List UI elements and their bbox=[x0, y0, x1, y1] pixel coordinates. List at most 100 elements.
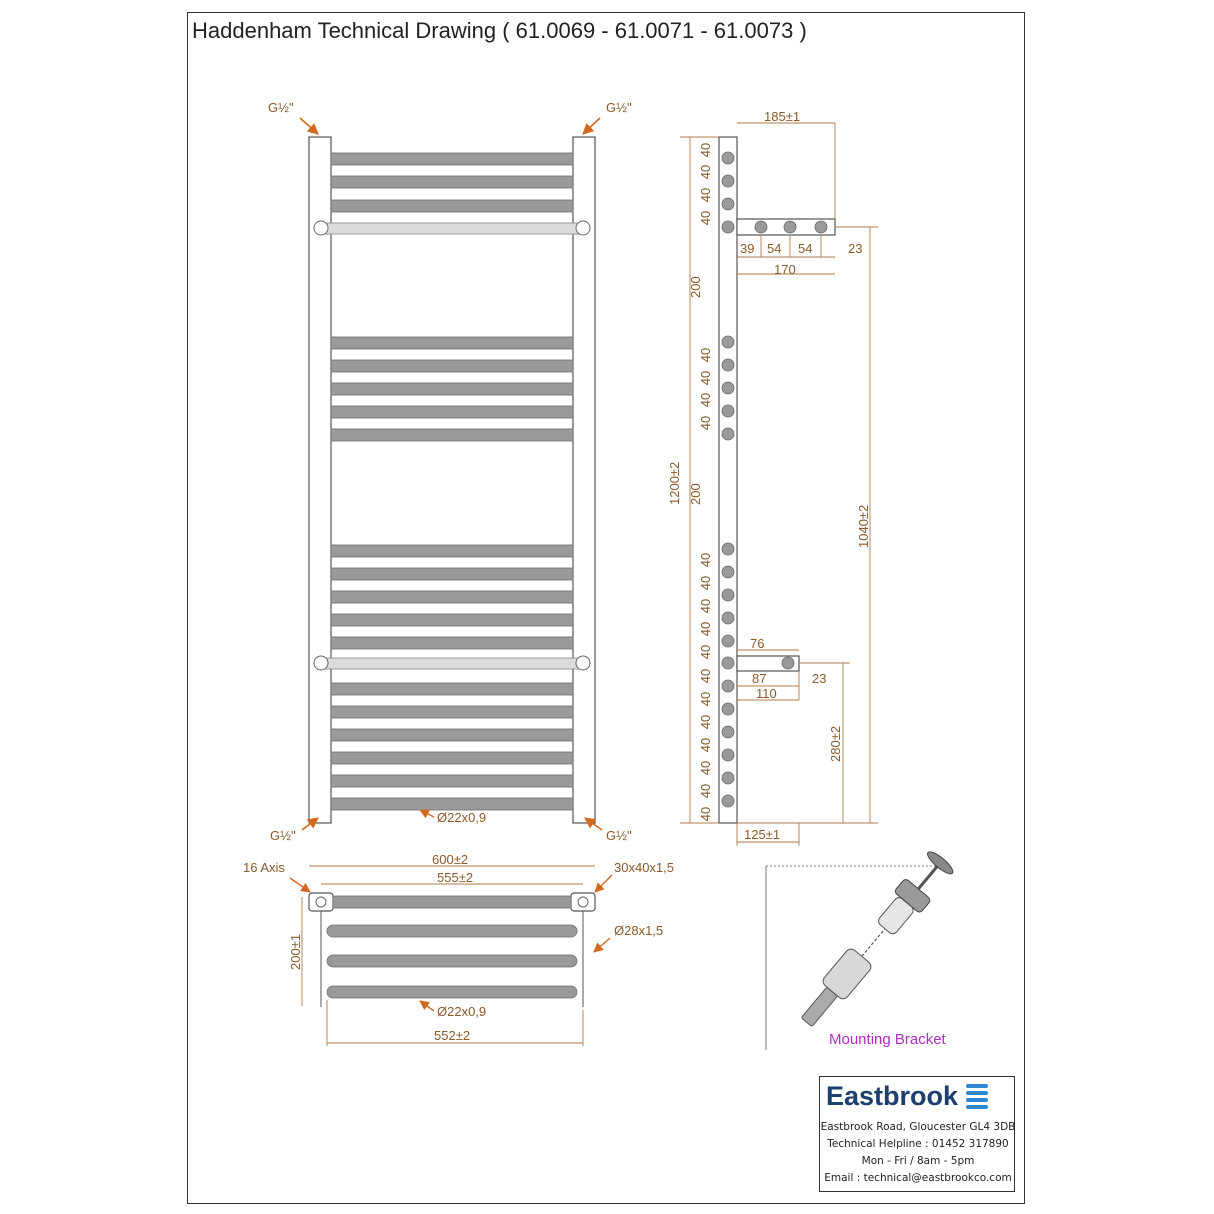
thread-bottom-left: G½" bbox=[270, 828, 296, 843]
mid-spacing: 87 bbox=[752, 671, 766, 686]
front-bar-5 bbox=[330, 359, 574, 373]
side-dot-16 bbox=[721, 679, 735, 693]
front-bar-18 bbox=[330, 774, 574, 788]
side-dot-4 bbox=[721, 220, 735, 234]
side-dot-20 bbox=[721, 771, 735, 785]
screw-head-icon bbox=[927, 851, 954, 875]
pitch-label-19: 40 bbox=[698, 784, 713, 798]
bracket-bottom-left bbox=[313, 655, 329, 671]
left-upright bbox=[308, 136, 332, 824]
brand-helpline: Technical Helpline : 01452 317890 bbox=[827, 1138, 1009, 1150]
front-bar-15 bbox=[330, 705, 574, 719]
pitch-label-8: 40 bbox=[698, 416, 713, 430]
plan-view: 600±2 555±2 16 Axis 30x40x1,5 200±1 Ø28x… bbox=[243, 852, 674, 1046]
plan-width-total: 600±2 bbox=[432, 852, 468, 867]
side-bar-dots bbox=[721, 151, 735, 808]
pitch-label-18: 40 bbox=[698, 761, 713, 775]
thread-bottom-right: G½" bbox=[606, 828, 632, 843]
side-dot-18 bbox=[721, 725, 735, 739]
plan-tube-diameter: Ø28x1,5 bbox=[614, 923, 663, 938]
front-bar-13 bbox=[330, 636, 574, 650]
brand-name: Eastbrook bbox=[826, 1081, 959, 1111]
pitch-label-3: 40 bbox=[698, 188, 713, 202]
pitch-label-1: 40 bbox=[698, 143, 713, 157]
side-dot-10 bbox=[721, 542, 735, 556]
pitch-label-9: 40 bbox=[698, 553, 713, 567]
pitch-label-6: 40 bbox=[698, 371, 713, 385]
side-dot-11 bbox=[721, 565, 735, 579]
plan-width-bars: 552±2 bbox=[434, 1028, 470, 1043]
top-depth: 185±1 bbox=[764, 109, 800, 124]
side-dot-8 bbox=[721, 404, 735, 418]
front-bars bbox=[320, 152, 584, 811]
right-upright bbox=[572, 136, 596, 824]
pitch-label-16: 40 bbox=[698, 715, 713, 729]
side-dot-12 bbox=[721, 588, 735, 602]
bracket-top-left bbox=[313, 220, 329, 236]
pitch-label-10: 40 bbox=[698, 576, 713, 590]
front-bar-8 bbox=[330, 428, 574, 442]
front-bar-diameter: Ø22x0,9 bbox=[437, 810, 486, 825]
bracket-top-right bbox=[575, 220, 591, 236]
front-bar-14 bbox=[330, 682, 574, 696]
front-bar-11 bbox=[330, 590, 574, 604]
brand-email: Email : technical@eastbrookco.com bbox=[824, 1172, 1012, 1184]
front-bar-6 bbox=[330, 382, 574, 396]
brand-hours: Mon - Fri / 8am - 5pm bbox=[861, 1155, 975, 1167]
pitch-label-4: 40 bbox=[698, 211, 713, 225]
top-shelf-bar-2 bbox=[783, 220, 797, 234]
pitch-label-7: 40 bbox=[698, 393, 713, 407]
brand-box: Eastbrook Eastbrook Road, Gloucester GL4… bbox=[819, 1076, 1015, 1192]
side-upright bbox=[718, 136, 738, 824]
front-bar-2 bbox=[330, 175, 574, 189]
side-dot-21 bbox=[721, 794, 735, 808]
pitch-label-2: 40 bbox=[698, 165, 713, 179]
drawing-title: Haddenham Technical Drawing ( 61.0069 - … bbox=[192, 18, 807, 43]
mid-depth: 76 bbox=[750, 636, 764, 651]
side-dot-15 bbox=[721, 656, 735, 670]
front-bar-12 bbox=[330, 613, 574, 627]
plan-axis-label: 16 Axis bbox=[243, 860, 285, 875]
pitch-label-14: 40 bbox=[698, 669, 713, 683]
front-bar-7 bbox=[330, 405, 574, 419]
side-dot-17 bbox=[721, 702, 735, 716]
plan-bar-4 bbox=[326, 985, 578, 999]
top-shelf-width: 170 bbox=[774, 262, 796, 277]
side-dot-13 bbox=[721, 611, 735, 625]
brand-row: Eastbrook bbox=[826, 1081, 989, 1112]
front-bar-3 bbox=[330, 199, 574, 213]
plan-bar-3 bbox=[326, 954, 578, 968]
plan-rail-section: 30x40x1,5 bbox=[614, 860, 674, 875]
top-spacing-b: 54 bbox=[767, 241, 781, 256]
side-dot-3 bbox=[721, 197, 735, 211]
gap-label-lower: 200 bbox=[688, 483, 703, 505]
top-shelf-bar-1 bbox=[754, 220, 768, 234]
front-bar-16 bbox=[330, 728, 574, 742]
side-dot-2 bbox=[721, 174, 735, 188]
side-dot-7 bbox=[721, 381, 735, 395]
pitch-label-17: 40 bbox=[698, 738, 713, 752]
mounting-bracket-illustration bbox=[765, 851, 954, 1050]
pitch-label-5: 40 bbox=[698, 348, 713, 362]
brand-address: Eastbrook Road, Gloucester GL4 3DB bbox=[820, 1121, 1016, 1133]
front-bar-10 bbox=[330, 567, 574, 581]
side-dot-6 bbox=[721, 358, 735, 372]
pitch-label-11: 40 bbox=[698, 599, 713, 613]
mounting-bracket-label: Mounting Bracket bbox=[829, 1031, 946, 1048]
height-total: 1200±2 bbox=[667, 462, 682, 505]
thread-top-left: G½" bbox=[268, 100, 294, 115]
height-inner: 1040±2 bbox=[856, 505, 871, 548]
top-spacing-c: 54 bbox=[798, 241, 812, 256]
front-bar-17 bbox=[330, 751, 574, 765]
side-dot-19 bbox=[721, 748, 735, 762]
wall-plug-icon bbox=[801, 987, 838, 1027]
bracket-bottom-right bbox=[575, 655, 591, 671]
plan-width-inner: 555±2 bbox=[437, 870, 473, 885]
mid-shelf-bar bbox=[781, 656, 795, 670]
lower-height: 280±2 bbox=[828, 726, 843, 762]
front-bar-4 bbox=[330, 336, 574, 350]
mid-shelf-width: 110 bbox=[756, 686, 777, 701]
front-bar-19 bbox=[330, 797, 574, 811]
bottom-depth: 125±1 bbox=[744, 827, 780, 842]
